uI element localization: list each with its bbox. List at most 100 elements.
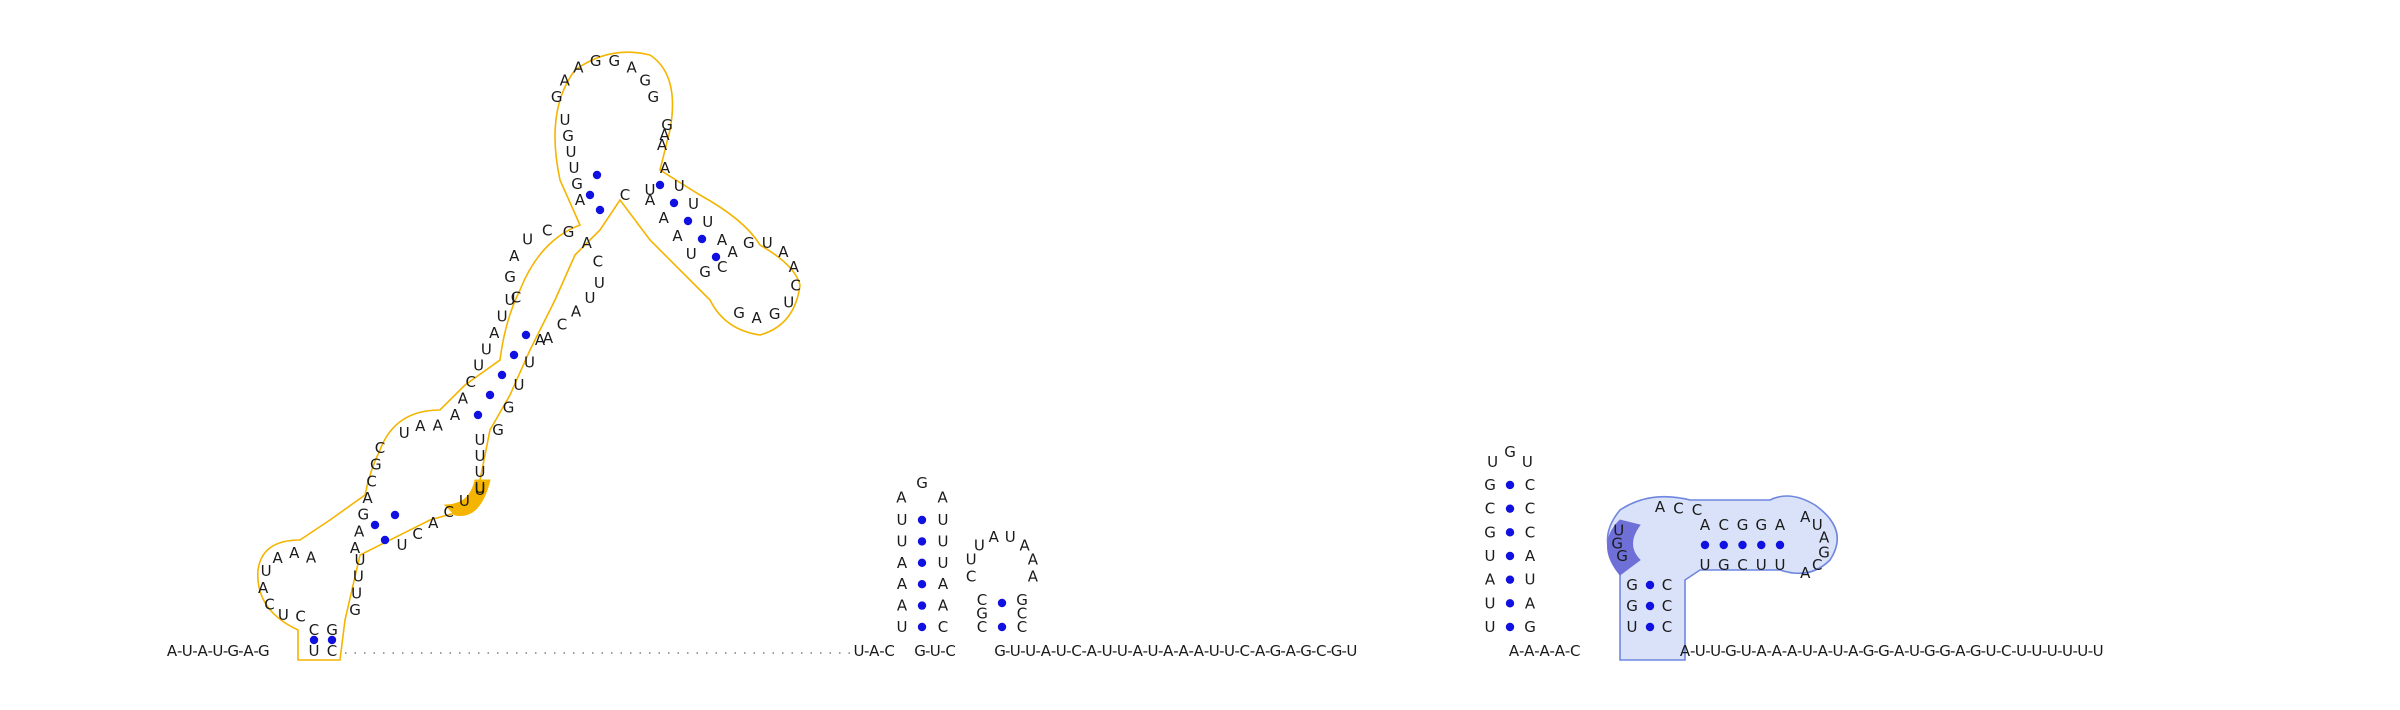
base-pair-dot — [1505, 599, 1515, 608]
base-pair-dot — [1505, 528, 1515, 537]
orange-stem1-right: U — [397, 536, 408, 554]
orange-loop1-right: U — [475, 479, 486, 497]
backbone-dash: - — [1705, 642, 1710, 660]
orange-base-right: U — [351, 584, 362, 602]
orange-arm-tip: C — [790, 276, 800, 294]
orange-base: C — [309, 621, 319, 639]
hairpin1-left: A — [897, 554, 908, 572]
backbone-dash: - — [1565, 642, 1570, 660]
base-pair-dot — [697, 234, 707, 244]
base-pair-dot — [1505, 575, 1515, 584]
base-pair-dot — [521, 330, 531, 340]
orange-arm-tip: U — [783, 293, 794, 311]
orange-loop1: A — [433, 417, 444, 435]
orange-arm-lower: A — [659, 209, 670, 227]
backbone-dash: - — [1296, 642, 1301, 660]
base-pair-dot — [595, 205, 605, 215]
blue-hairpin-tip: U — [1812, 516, 1823, 534]
orange-loop2: G — [504, 268, 516, 286]
orange-arm-tip: G — [733, 304, 745, 322]
blue-helix-bottom: U — [1700, 556, 1711, 574]
orange-arm-tip: U — [762, 234, 773, 252]
orange-stem2-right: A — [535, 331, 546, 349]
base-pair-dot — [917, 558, 927, 567]
hairpin1-left: U — [897, 511, 908, 529]
base-pair-dot — [592, 170, 602, 180]
backbone-nucleotide: U — [2031, 642, 2042, 660]
hairpin2-stem-left: G — [976, 605, 988, 623]
orange-stem1-right: C — [412, 525, 422, 543]
orange-stem1-left: A — [350, 539, 361, 557]
hairpin1-right: C — [938, 618, 948, 636]
hairpin3-left: A — [1485, 571, 1496, 589]
backbone-nucleotide: G — [1270, 642, 1282, 660]
orange-arm-upper: A — [660, 159, 671, 177]
blue-stem-right: C — [1662, 618, 1672, 636]
backbone-dash: - — [192, 642, 197, 660]
backbone-nucleotide: A — [197, 642, 208, 660]
orange-loop1-right: U — [475, 463, 486, 481]
backbone-dash: - — [1219, 642, 1224, 660]
backbone-dash: - — [1858, 642, 1863, 660]
orange-stem2-left: A — [458, 390, 469, 408]
backbone-dash: - — [1950, 642, 1955, 660]
orange-loop2: C — [593, 252, 603, 270]
backbone-nucleotide: U — [2062, 642, 2073, 660]
backbone-nucleotide: U — [1148, 642, 1159, 660]
orange-bulge2: A — [571, 302, 582, 320]
orange-loop-top: G — [639, 71, 651, 89]
orange-loop-left: A — [273, 549, 284, 567]
orange-stem1-left: A — [354, 522, 365, 540]
blue-top: C — [1692, 501, 1702, 519]
orange-stem2-right: U — [514, 376, 525, 394]
backbone-nucleotide: U — [1209, 642, 1220, 660]
backbone-nucleotide: U — [1102, 642, 1113, 660]
orange-loop-top-right: G — [661, 116, 673, 134]
backbone-dash: - — [1965, 642, 1970, 660]
orange-stem3-left: G — [562, 127, 574, 145]
backbone-dash: - — [1280, 642, 1285, 660]
backbone-nucleotide: U — [1909, 642, 1920, 660]
base-pair-dot — [669, 198, 679, 208]
base-pair-dot — [917, 622, 927, 632]
backbone-dash: - — [1919, 642, 1924, 660]
orange-arm-upper: A — [717, 231, 728, 249]
orange-stem1-left: C — [366, 472, 376, 490]
base-pair-dot — [380, 535, 390, 545]
base-pair-dot — [370, 520, 380, 530]
backbone-dash: - — [1782, 642, 1787, 660]
blue-helix-bottom: G — [1718, 556, 1730, 574]
orange-stem2-left: U — [497, 307, 508, 325]
hairpin3-right: C — [1525, 476, 1535, 494]
backbone-dash: - — [1904, 642, 1909, 660]
orange-loop-top: G — [551, 88, 563, 106]
backbone-nucleotide: A — [1087, 642, 1098, 660]
backbone-nucleotide: U — [1986, 642, 1997, 660]
orange-loop1-right: U — [475, 447, 486, 465]
backbone-nucleotide: U — [212, 642, 223, 660]
hairpin3-left: U — [1485, 618, 1496, 636]
backbone-nucleotide: U — [1710, 642, 1721, 660]
orange-arm-tip: A — [752, 309, 763, 327]
orange-highlight — [257, 51, 801, 661]
backbone-dash: - — [1721, 642, 1726, 660]
base-pair-dot — [485, 390, 495, 400]
base-pair-dot — [1738, 540, 1747, 550]
orange-stem2-left: U — [505, 291, 516, 309]
backbone-nucleotide: C — [945, 642, 955, 660]
orange-stem2-left: A — [489, 324, 500, 342]
orange-loop-top-right: A — [657, 136, 668, 154]
orange-arm-tip: A — [789, 258, 800, 276]
orange-loop2: U — [594, 274, 605, 292]
backbone-nucleotide: A — [167, 642, 178, 660]
backbone-nucleotide: U — [1010, 642, 1021, 660]
hairpin3-right: G — [1524, 618, 1536, 636]
hairpin2-loop: U — [966, 551, 977, 569]
backbone-nucleotide: A — [243, 642, 254, 660]
hairpin1-left: U — [897, 532, 908, 550]
backbone-dash: - — [1342, 642, 1347, 660]
backbone-nucleotide: C — [1316, 642, 1326, 660]
backbone-dash: - — [1843, 642, 1848, 660]
orange-arm-tip: G — [769, 305, 781, 323]
